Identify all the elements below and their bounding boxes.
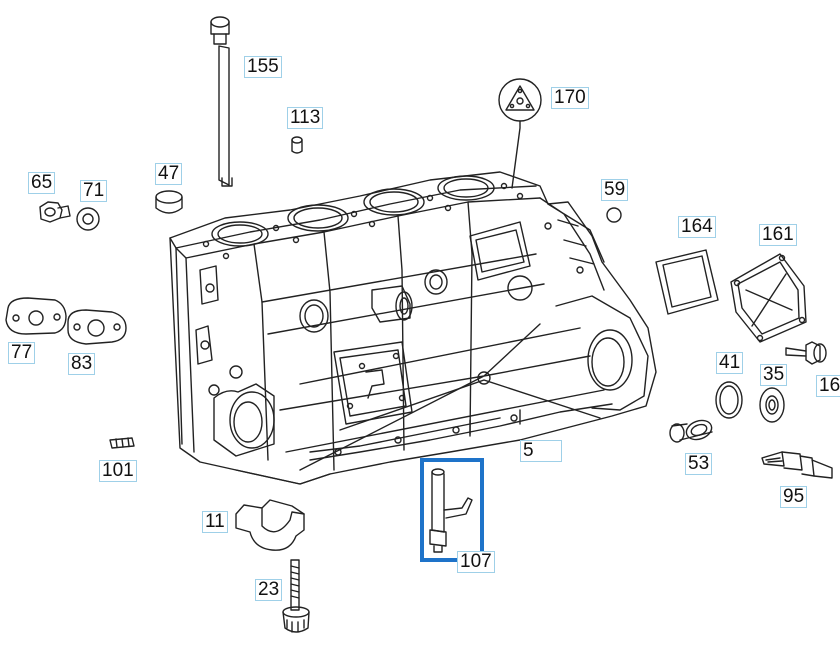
part-164-gasket[interactable] (655, 249, 719, 315)
callout-95[interactable]: 95 (780, 486, 808, 508)
callout-77[interactable]: 77 (8, 342, 36, 364)
part-101-dowel[interactable] (109, 437, 135, 449)
callout-16[interactable]: 16 (816, 375, 840, 397)
callout-155[interactable]: 155 (244, 56, 282, 78)
callout-164[interactable]: 164 (678, 216, 716, 238)
callout-11[interactable]: 11 (202, 511, 228, 533)
part-47-cap[interactable] (155, 190, 183, 214)
callout-65[interactable]: 65 (28, 172, 56, 194)
part-35-seal[interactable] (759, 387, 785, 423)
part-83-gasket[interactable] (67, 309, 127, 345)
part-155-bolt[interactable] (210, 16, 233, 187)
highlight-box-107 (420, 458, 484, 562)
part-95-sensor[interactable] (761, 451, 833, 479)
callout-71[interactable]: 71 (80, 180, 108, 202)
callout-170[interactable]: 170 (551, 87, 589, 109)
callout-161[interactable]: 161 (759, 224, 797, 246)
part-65-plug[interactable] (39, 201, 71, 223)
part-170-plate[interactable] (498, 78, 542, 189)
part-77-gasket[interactable] (5, 297, 67, 335)
callout-101[interactable]: 101 (99, 460, 137, 482)
part-113-pin[interactable] (291, 136, 303, 154)
callout-35[interactable]: 35 (760, 364, 788, 386)
part-23-bolt[interactable] (282, 559, 310, 633)
callout-47[interactable]: 47 (155, 163, 183, 185)
part-11-bearing-cap[interactable] (235, 499, 305, 551)
callout-113[interactable]: 113 (287, 107, 324, 129)
callout-59[interactable]: 59 (601, 179, 629, 201)
part-59-ball[interactable] (606, 207, 622, 223)
part-16-bolt[interactable] (785, 341, 827, 365)
callout-23[interactable]: 23 (255, 579, 283, 601)
part-5-engine-block[interactable] (169, 171, 657, 485)
callout-53[interactable]: 53 (685, 453, 713, 475)
part-41-oring[interactable] (715, 381, 743, 419)
callout-5[interactable]: 5 (520, 440, 562, 462)
part-53-sleeve[interactable] (669, 417, 714, 443)
callout-83[interactable]: 83 (68, 353, 96, 375)
part-161-cover[interactable] (730, 253, 807, 343)
callout-41[interactable]: 41 (716, 352, 744, 374)
callout-107[interactable]: 107 (457, 551, 495, 573)
part-71-seal[interactable] (76, 207, 100, 231)
part-107-pipe[interactable] (429, 468, 473, 553)
